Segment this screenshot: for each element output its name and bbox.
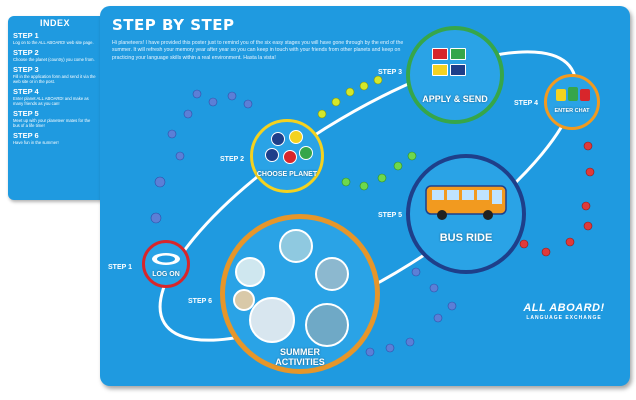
index-step-text: Meet up with your planeteer mates for th… <box>13 118 91 128</box>
index-title: INDEX <box>39 18 70 28</box>
step-6-circle-line1: SUMMER <box>280 347 320 357</box>
step-1-circle[interactable]: LOG ON <box>142 240 190 288</box>
planet-yellow-icon <box>289 130 303 144</box>
activity-photo-monument <box>249 297 295 343</box>
step-3-circle[interactable]: APPLY & SEND <box>406 26 504 124</box>
logo-line1: ALL ABOARD! <box>523 302 605 314</box>
index-step-6: STEP 6 Have fun in the summer! <box>8 131 102 146</box>
poster-intro: Hi planeteers! I have provided this post… <box>112 40 404 61</box>
activity-photo-building <box>279 229 313 263</box>
step-1-circle-label: LOG ON <box>152 271 180 278</box>
all-aboard-brand-logo: ALL ABOARD! LANGUAGE EXCHANGE <box>516 302 612 321</box>
step-5-circle-label: BUS RIDE <box>439 232 493 244</box>
index-step-text: Enter planet ALL ABOARD! and make as man… <box>13 96 89 106</box>
poster-title: STEP BY STEP <box>112 16 235 34</box>
step-5-label: STEP 5 <box>378 212 402 219</box>
step-3-circle-label: APPLY & SEND <box>422 94 488 104</box>
logo-line2: LANGUAGE EXCHANGE <box>526 315 602 321</box>
planeteer-trail-icons <box>150 75 595 357</box>
activity-photo-pool <box>315 257 349 291</box>
step-6-circle-line2: ACTIVITIES <box>275 357 325 367</box>
step-2-circle[interactable]: CHOOSE PLANET <box>250 119 324 193</box>
index-panel: INDEX STEP 1 Log on to the ALL ABOARD! w… <box>8 16 102 200</box>
index-step-text: Fill in the application form and send it… <box>13 74 96 84</box>
index-step-1: STEP 1 Log on to the ALL ABOARD! web sit… <box>8 31 102 46</box>
step-4-circle[interactable]: ENTER CHAT <box>544 74 600 130</box>
planet-red-icon <box>283 150 297 164</box>
step-4-circle-label: ENTER CHAT <box>554 108 590 114</box>
activity-photo-friends <box>235 257 265 287</box>
index-step-text: Log on to the ALL ABOARD! web site page. <box>13 40 94 45</box>
step-2-label: STEP 2 <box>220 156 244 163</box>
activity-photo-water <box>305 303 349 347</box>
planet-green-icon <box>299 146 313 160</box>
poster: STEP BY STEP Hi planeteers! I have provi… <box>100 6 630 386</box>
application-form-blue-icon <box>450 64 466 76</box>
index-step-5: STEP 5 Meet up with your planeteer mates… <box>8 109 102 129</box>
step-6-label: STEP 6 <box>188 298 212 305</box>
index-step-3: STEP 3 Fill in the application form and … <box>8 65 102 85</box>
chat-robot-green-icon <box>568 87 578 101</box>
planet-blue-icon <box>271 132 285 146</box>
index-step-heading: STEP 2 <box>13 48 39 57</box>
planet-navy-icon <box>265 148 279 162</box>
index-step-2: STEP 2 Choose the planet (country) you c… <box>8 48 102 63</box>
application-form-red-icon <box>432 48 448 60</box>
index-step-heading: STEP 3 <box>13 65 39 74</box>
index-step-heading: STEP 4 <box>13 87 39 96</box>
orbit-path <box>150 50 595 357</box>
step-4-label: STEP 4 <box>514 100 538 107</box>
index-step-heading: STEP 6 <box>13 131 39 140</box>
step-3-label: STEP 3 <box>378 69 402 76</box>
step-1-label: STEP 1 <box>108 264 132 271</box>
application-form-green-icon <box>450 48 466 60</box>
index-step-4: STEP 4 Enter planet ALL ABOARD! and make… <box>8 87 102 107</box>
index-step-text: Choose the planet (country) you come fro… <box>13 57 95 62</box>
chat-robot-yellow-icon <box>556 89 566 101</box>
activity-photo-portrait <box>233 289 255 311</box>
step-6-circle[interactable]: SUMMER ACTIVITIES <box>220 214 380 374</box>
all-aboard-logo-icon <box>151 252 181 268</box>
step-2-circle-label: CHOOSE PLANET <box>256 171 318 178</box>
application-form-yellow-icon <box>432 64 448 76</box>
index-step-text: Have fun in the summer! <box>13 140 59 145</box>
step-6-circle-label: SUMMER ACTIVITIES <box>225 347 375 367</box>
index-step-heading: STEP 1 <box>13 31 39 40</box>
index-step-heading: STEP 5 <box>13 109 39 118</box>
step-5-circle[interactable]: BUS RIDE <box>406 154 526 274</box>
chat-robot-red-icon <box>580 89 590 101</box>
bus-icon <box>425 185 507 220</box>
